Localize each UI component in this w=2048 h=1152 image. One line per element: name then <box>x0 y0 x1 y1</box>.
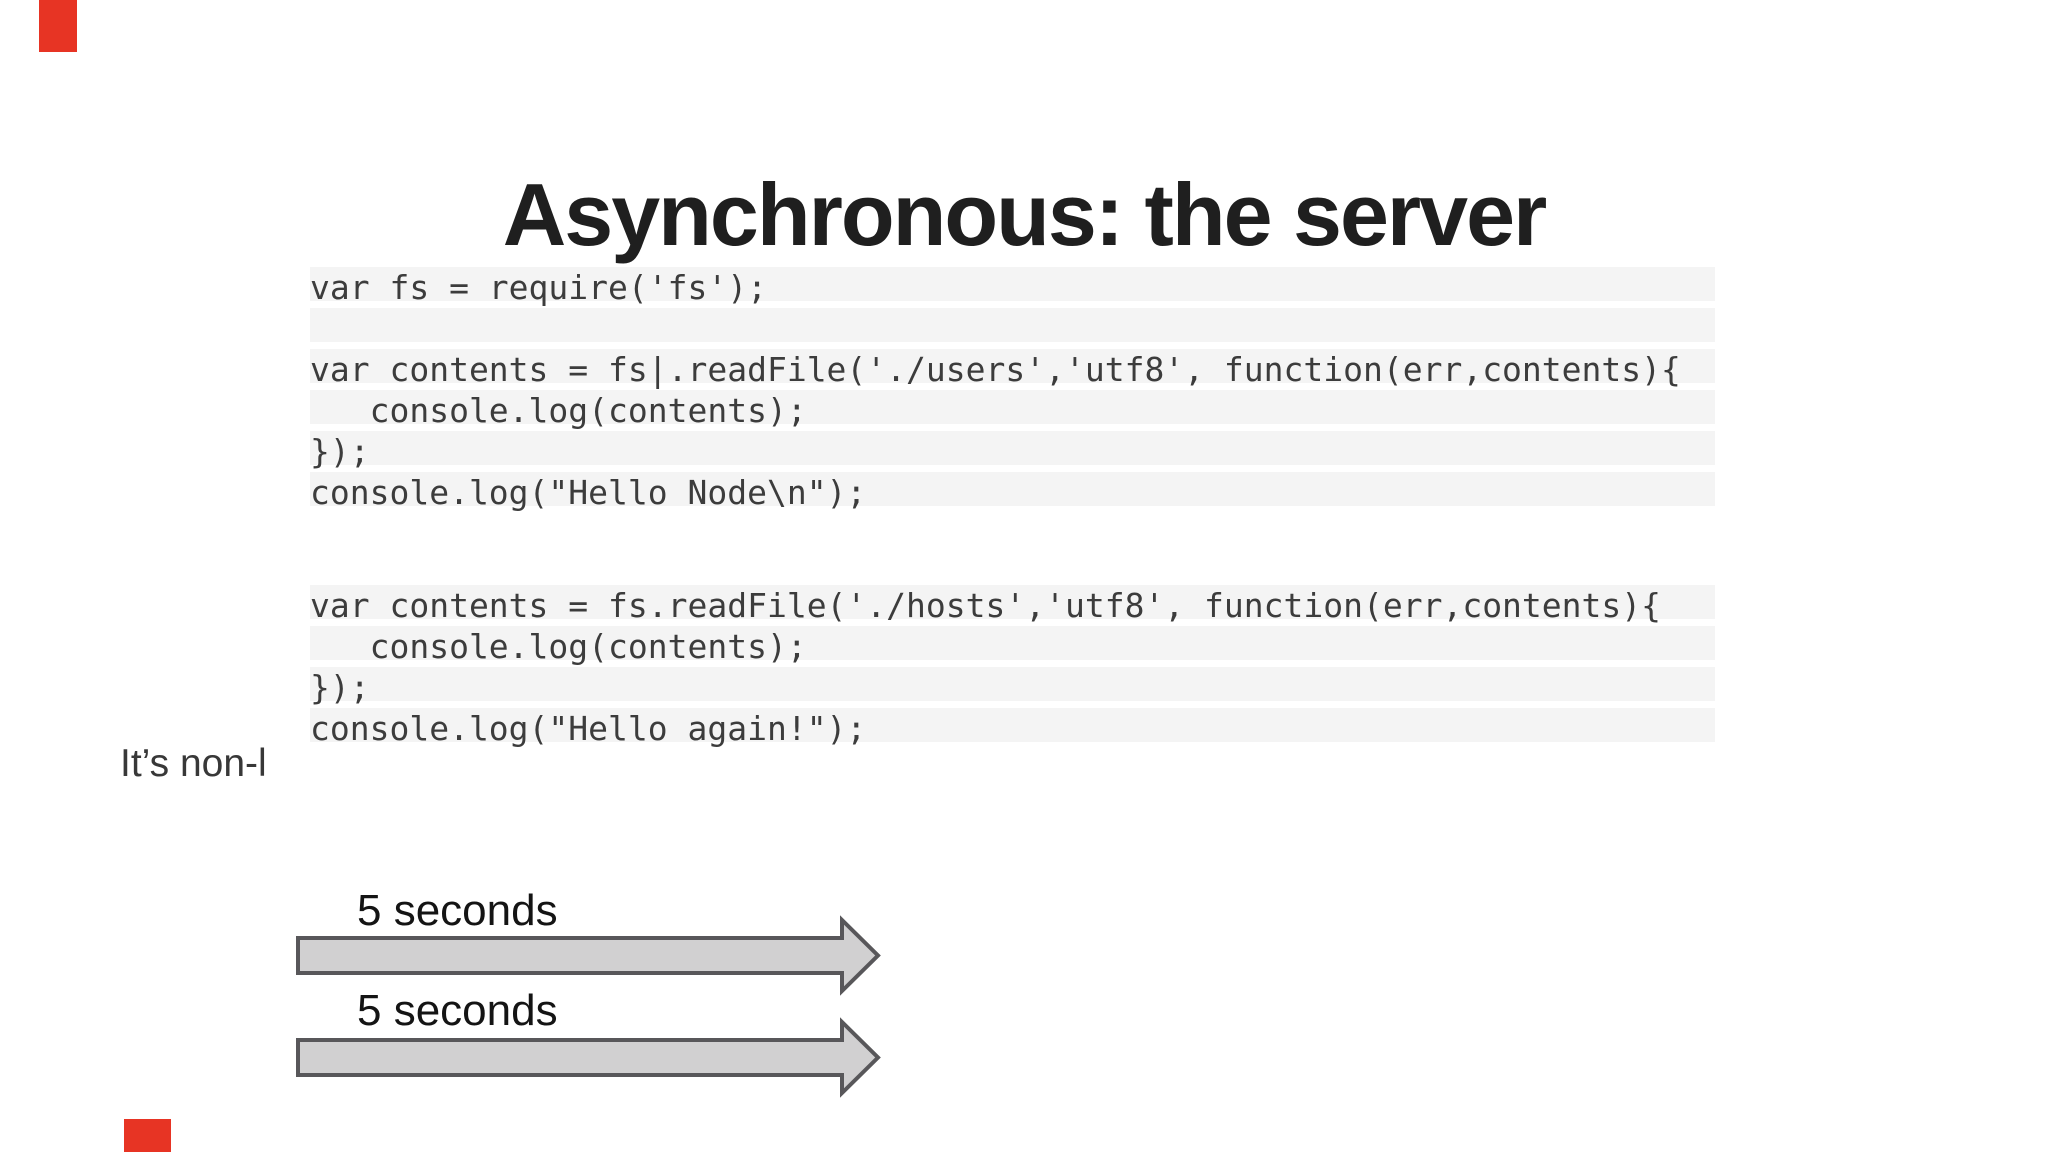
right-arrow-icon <box>296 915 881 996</box>
timeline-label-1: 5 seconds <box>357 886 558 935</box>
timeline-arrows <box>296 915 881 1098</box>
slide-title: Asynchronous: the server <box>502 164 1548 264</box>
red-marker-top-left <box>39 0 77 52</box>
side-note-truncated: It’s non-l <box>120 742 267 785</box>
timeline-label-2: 5 seconds <box>357 986 558 1035</box>
code-block-hosts: var contents = fs.readFile('./hosts','ut… <box>310 585 1715 749</box>
code-block-users: var fs = require('fs'); var contents = f… <box>310 267 1715 513</box>
right-arrow-icon <box>296 1017 881 1098</box>
red-marker-bottom-left <box>124 1119 171 1152</box>
